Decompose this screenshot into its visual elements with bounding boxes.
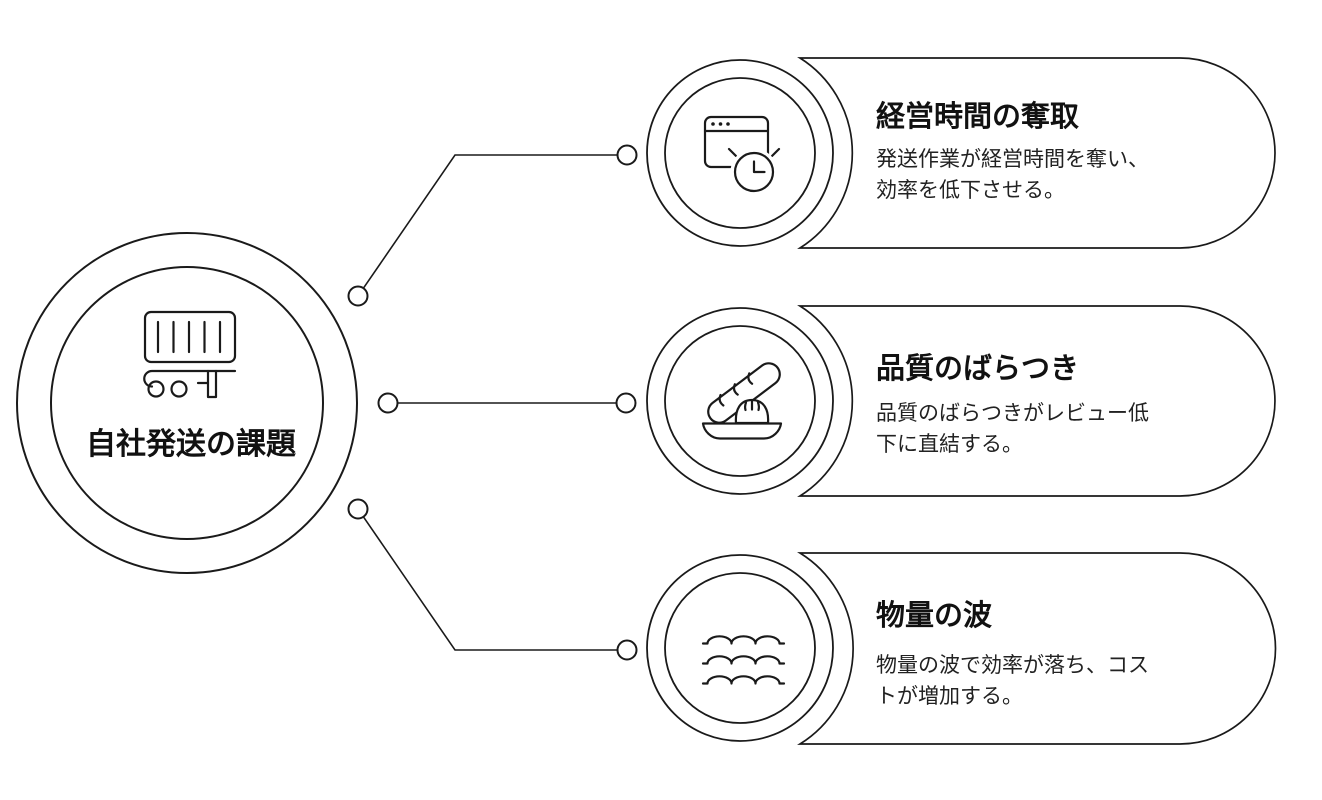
card-pill bbox=[797, 305, 1276, 497]
card-title-3: 物量の波 bbox=[876, 600, 993, 632]
connector-top bbox=[347, 144, 638, 307]
card-title-1: 経営時間の奪取 bbox=[876, 101, 1080, 133]
browser-clock-icon bbox=[703, 115, 781, 196]
card-description-2: 品質のばらつきがレビュー低 下に直結する。 bbox=[876, 398, 1256, 460]
card-description-3: 物量の波で効率が落ち、コス トが増加する。 bbox=[876, 650, 1256, 712]
card-pill bbox=[797, 57, 1276, 249]
connector-node bbox=[615, 392, 637, 414]
badge-inner-ring bbox=[664, 77, 816, 229]
connector-node bbox=[347, 498, 369, 520]
connector-middle bbox=[377, 392, 637, 414]
connector-bottom bbox=[347, 498, 638, 661]
waves-icon bbox=[701, 635, 786, 685]
badge-inner-ring bbox=[664, 325, 816, 477]
card-description-line: 下に直結する。 bbox=[876, 433, 1023, 456]
card-description-line: 物量の波で効率が落ち、コス bbox=[876, 654, 1149, 677]
card-title-2: 品質のばらつき bbox=[876, 353, 1080, 385]
item-card-1 bbox=[646, 57, 1276, 249]
card-description-1: 発送作業が経営時間を奪い、 効率を低下させる。 bbox=[876, 144, 1256, 206]
connector-node bbox=[616, 144, 638, 166]
center-node bbox=[16, 232, 358, 574]
card-pill bbox=[797, 552, 1277, 745]
card-description-line: 発送作業が経営時間を奪い、 bbox=[876, 148, 1149, 171]
connector-node bbox=[377, 392, 399, 414]
card-description-line: 効率を低下させる。 bbox=[876, 179, 1065, 202]
item-card-2 bbox=[646, 305, 1276, 497]
connector-node bbox=[347, 285, 369, 307]
center-label: 自社発送の課題 bbox=[86, 428, 296, 461]
card-description-line: トが増加する。 bbox=[876, 685, 1023, 708]
center-inner-ring bbox=[50, 266, 324, 540]
card-description-line: 品質のばらつきがレビュー低 bbox=[876, 402, 1149, 425]
trailer-truck-icon bbox=[143, 310, 237, 399]
badge-outer-ring bbox=[646, 554, 834, 742]
badge-outer-ring bbox=[646, 59, 834, 247]
item-card-3 bbox=[646, 552, 1277, 745]
connector-node bbox=[616, 639, 638, 661]
center-outer-ring bbox=[16, 232, 358, 574]
badge-inner-ring bbox=[664, 572, 816, 724]
bread-plate-icon bbox=[701, 362, 783, 440]
